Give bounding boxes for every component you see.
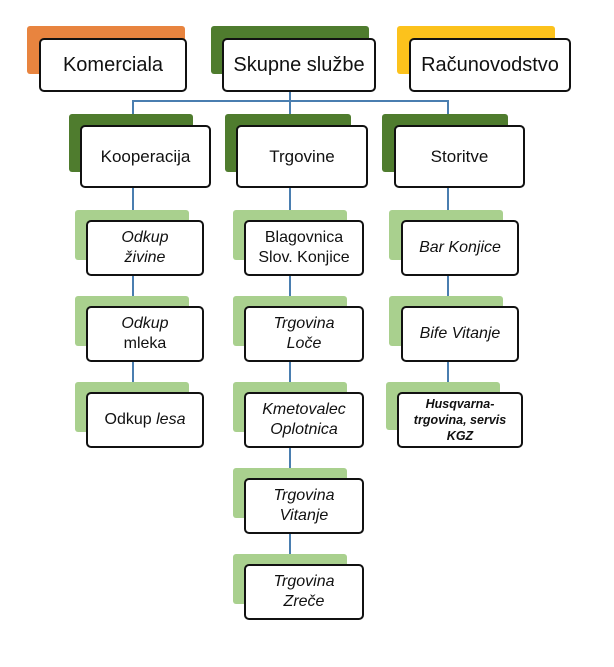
bife-vitanje-box: Bife Vitanje xyxy=(401,306,519,362)
skupne-sluzbe-label: Skupne službe xyxy=(233,53,365,76)
kmetovalec-line1: Kmetovalec xyxy=(262,401,346,418)
blagovnica-line1: Blagovnica xyxy=(264,229,344,246)
komerciala-label: Komerciala xyxy=(62,53,164,76)
connector-line xyxy=(447,186,449,402)
odkup-mleka-line2: mleka xyxy=(123,335,167,352)
trgovina-vitanje-line2: Vitanje xyxy=(279,507,329,524)
trgovina-loce-line2: Loče xyxy=(286,335,322,352)
storitve-box: Storitve xyxy=(394,125,525,188)
trgovina-vitanje-line1: Trgovina xyxy=(273,487,335,504)
blagovnica-line2: Slov. Konjice xyxy=(258,249,350,266)
bar-konjice-box: Bar Konjice xyxy=(401,220,519,276)
trgovina-loce-line1: Trgovina xyxy=(273,315,335,332)
racunovodstvo-box: Računovodstvo xyxy=(409,38,571,92)
bife-vitanje-label: Bife Vitanje xyxy=(419,325,501,342)
odkup-zivine-line1: Odkup xyxy=(121,229,169,246)
trgovine-label: Trgovine xyxy=(269,146,335,166)
connector-line xyxy=(132,100,134,118)
husqvarna-line1: Husqvarna- xyxy=(425,396,495,411)
connector-line xyxy=(289,86,291,100)
kmetovalec-line2: Oplotnica xyxy=(270,421,338,438)
connector-line xyxy=(447,100,449,118)
racunovodstvo-label: Računovodstvo xyxy=(421,53,559,76)
odkup-zivine-box: Odkup živine xyxy=(86,220,204,276)
odkup-lesa-word2: lesa xyxy=(156,411,186,428)
trgovine-box: Trgovine xyxy=(236,125,368,188)
bar-konjice-label: Bar Konjice xyxy=(419,239,501,256)
komerciala-box: Komerciala xyxy=(39,38,187,92)
kooperacija-box: Kooperacija xyxy=(80,125,211,188)
connector-line xyxy=(289,100,291,118)
connector-line xyxy=(289,186,291,576)
odkup-zivine-line2: živine xyxy=(124,249,166,266)
trgovina-zrece-line2: Zreče xyxy=(283,593,325,610)
skupne-sluzbe-box: Skupne službe xyxy=(222,38,376,92)
odkup-lesa-word1: Odkup xyxy=(104,411,157,428)
odkup-lesa-box: Odkup lesa xyxy=(86,392,204,448)
trgovina-zrece-line1: Trgovina xyxy=(273,573,335,590)
odkup-mleka-box: Odkup mleka xyxy=(86,306,204,362)
connector-line xyxy=(132,186,134,404)
odkup-mleka-line1: Odkup xyxy=(121,315,169,332)
husqvarna-line2: trgovina, servis xyxy=(413,412,507,427)
storitve-label: Storitve xyxy=(430,146,489,166)
kooperacija-label: Kooperacija xyxy=(100,146,191,166)
husqvarna-line3: KGZ xyxy=(446,429,474,444)
